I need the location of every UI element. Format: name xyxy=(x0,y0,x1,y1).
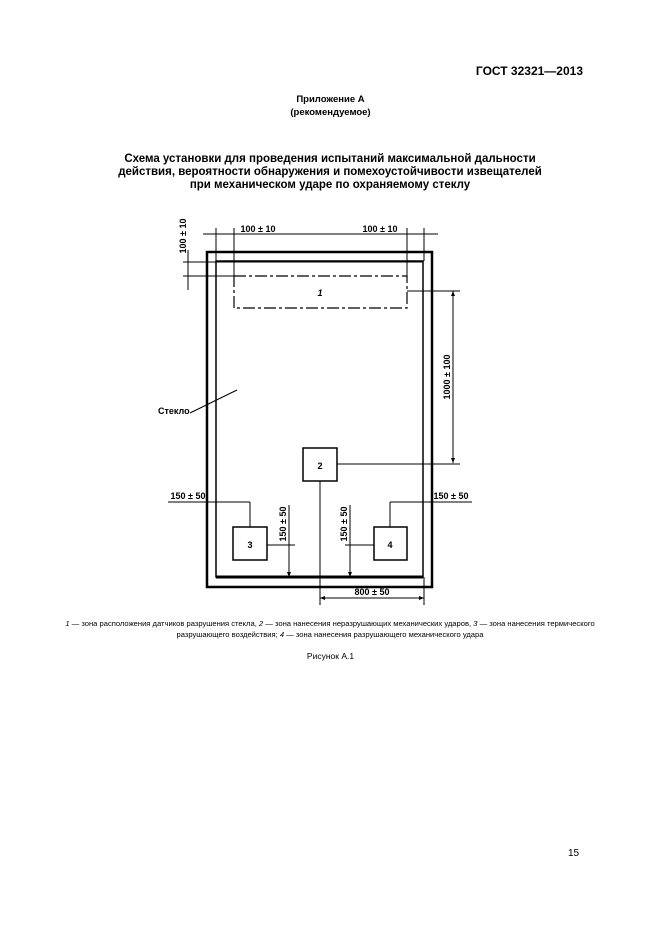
dim-top-right: 100 ± 10 xyxy=(363,224,398,234)
caption-text: — зона нанесения неразрушающих механичес… xyxy=(263,619,474,628)
figure-title: Схема установки для проведения испытаний… xyxy=(60,153,600,192)
page-number: 15 xyxy=(568,848,580,859)
dim-right-vertical: 1000 ± 100 xyxy=(442,355,452,400)
zone-1-rect xyxy=(233,275,408,309)
caption-num: 2 xyxy=(258,619,264,628)
caption-text: — зона нанесения термического разрушающе… xyxy=(176,619,595,639)
caption-text: — зона нанесения разрушающего механическ… xyxy=(284,630,484,639)
appendix-status: (рекомендуемое) xyxy=(290,107,371,118)
dim-top-left: 100 ± 10 xyxy=(241,224,276,234)
caption-num: 3 xyxy=(473,619,478,628)
dim-zone4-vertical: 150 ± 50 xyxy=(339,507,349,542)
figure-label: Рисунок А.1 xyxy=(306,651,355,661)
zone-3-box xyxy=(232,526,268,561)
zone-4-box xyxy=(373,526,408,561)
figure-title-line: Схема установки для проведения испытаний… xyxy=(124,153,536,165)
zone-4-label: 4 xyxy=(387,540,392,550)
glass-label: Стекло xyxy=(158,406,190,416)
figure-caption: 1 — зона расположения датчиков разрушени… xyxy=(45,618,615,640)
zone-2-label: 2 xyxy=(317,461,322,471)
dim-bottom-left: 150 ± 50 xyxy=(171,491,206,501)
dim-bottom: 800 ± 50 xyxy=(355,587,390,597)
caption-num: 4 xyxy=(279,630,285,639)
figure-title-line: при механическом ударе по охраняемому ст… xyxy=(189,179,471,191)
zone-3-label: 3 xyxy=(247,540,252,550)
zone-1-label: 1 xyxy=(317,288,322,298)
dim-zone3-vertical: 150 ± 50 xyxy=(278,507,288,542)
caption-text: — зона расположения датчиков разрушения … xyxy=(69,619,259,628)
dim-left-vertical: 100 ± 10 xyxy=(178,219,188,254)
document-code: ГОСТ 32321—2013 xyxy=(475,64,583,78)
figure-title-line: действия, вероятности обнаружения и поме… xyxy=(118,166,542,178)
appendix-title: Приложение А xyxy=(296,94,365,105)
caption-num: 1 xyxy=(65,619,70,628)
dim-bottom-right: 150 ± 50 xyxy=(434,491,469,501)
appendix-heading: Приложение А (рекомендуемое) xyxy=(0,93,661,119)
